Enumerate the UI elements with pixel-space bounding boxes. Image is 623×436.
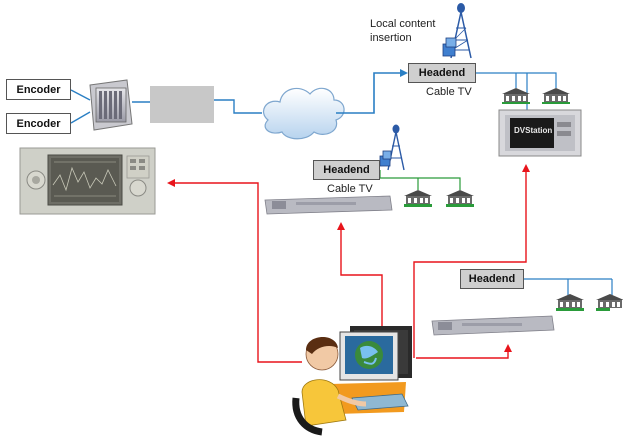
headend-label: Headend	[468, 273, 516, 285]
control-link-dvstation	[413, 164, 530, 358]
control-link-bottom	[416, 344, 512, 359]
operator-workstation-icon	[292, 326, 412, 436]
antenna-tower-icon-middle	[379, 124, 405, 171]
headend-box-bottom: Headend	[460, 269, 524, 289]
control-links	[167, 164, 530, 363]
encoder-box-bottom: Encoder	[6, 113, 71, 134]
headend-box-middle: Headend	[313, 160, 380, 180]
headend-bottom-distribution	[524, 278, 613, 295]
rack-unit-bottom	[431, 315, 555, 336]
encoder-links	[70, 89, 91, 124]
dvstation-device	[498, 109, 582, 157]
insertion-line: insertion	[370, 32, 412, 44]
local-content-insertion-label: Local content insertion	[370, 17, 435, 45]
monitoring-equipment	[19, 147, 156, 215]
encoder-label: Encoder	[16, 117, 61, 130]
headend-box-top: Headend	[408, 63, 476, 83]
control-link-middle	[337, 222, 383, 326]
houses-top	[502, 88, 570, 104]
houses-bottom	[556, 294, 623, 311]
headend-middle-distribution	[379, 170, 461, 190]
houses-middle	[404, 190, 474, 207]
link-to-headend-top	[336, 69, 408, 114]
cable-tv-caption-top: Cable TV	[426, 86, 472, 98]
local-content-line: Local content	[370, 18, 436, 30]
encoder-label: Encoder	[16, 83, 61, 96]
link-to-network	[214, 99, 262, 114]
network-cloud	[263, 87, 345, 140]
headend-label: Headend	[418, 67, 466, 79]
rack-unit-middle	[264, 195, 393, 215]
modulator-box	[150, 86, 214, 123]
antenna-tower-icon	[442, 3, 472, 59]
cable-tv-caption-middle: Cable TV	[327, 183, 373, 195]
encoder-box-top: Encoder	[6, 79, 71, 100]
headend-label: Headend	[323, 164, 370, 176]
dvstation-screen-text: DVStation	[514, 126, 553, 135]
control-link-monitor	[167, 179, 302, 363]
multiplexer-rack	[89, 79, 133, 131]
